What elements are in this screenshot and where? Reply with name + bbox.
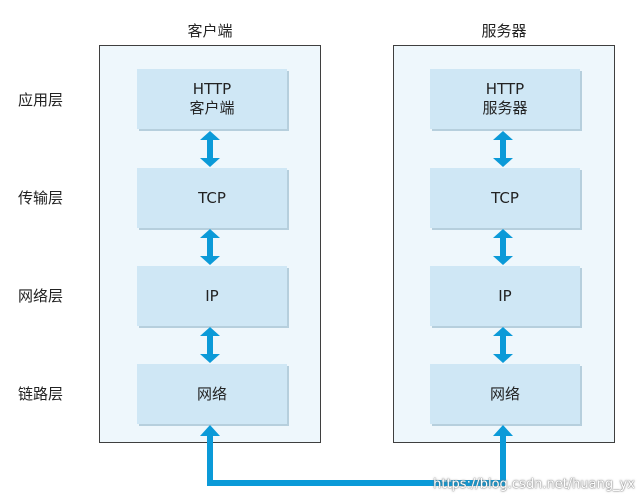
row-label-application: 应用层 bbox=[18, 91, 64, 109]
server-double-arrow-1 bbox=[493, 131, 513, 167]
watermark-text: https://blog.csdn.net/huang_yx bbox=[433, 477, 635, 492]
server-application-layer: HTTP 服务器 bbox=[430, 69, 580, 129]
client-transport-label: TCP bbox=[198, 188, 226, 207]
client-network-layer: IP bbox=[137, 266, 287, 326]
server-application-line2: 服务器 bbox=[482, 99, 528, 117]
server-link-layer: 网络 bbox=[430, 364, 580, 424]
physical-link-line bbox=[207, 435, 506, 486]
client-double-arrow-3 bbox=[200, 327, 220, 363]
server-network-layer: IP bbox=[430, 266, 580, 326]
client-application-layer: HTTP 客户端 bbox=[137, 69, 287, 129]
server-network-label: IP bbox=[498, 286, 512, 305]
row-label-transport: 传输层 bbox=[18, 189, 64, 207]
client-double-arrow-1 bbox=[200, 131, 220, 167]
row-label-link: 链路层 bbox=[18, 385, 64, 403]
server-link-arrowhead bbox=[493, 425, 513, 436]
client-application-line1: HTTP bbox=[192, 80, 232, 98]
arrow-group bbox=[200, 131, 513, 436]
row-label-network: 网络层 bbox=[18, 287, 64, 305]
client-transport-layer: TCP bbox=[137, 168, 287, 228]
server-column-title: 服务器 bbox=[481, 22, 527, 40]
server-application-line1: HTTP bbox=[485, 80, 525, 98]
client-link-label: 网络 bbox=[196, 384, 227, 403]
client-application-line2: 客户端 bbox=[189, 99, 235, 117]
server-transport-layer: TCP bbox=[430, 168, 580, 228]
server-double-arrow-2 bbox=[493, 229, 513, 265]
client-double-arrow-2 bbox=[200, 229, 220, 265]
client-column-title: 客户端 bbox=[187, 22, 233, 40]
server-link-label: 网络 bbox=[489, 384, 520, 403]
client-network-label: IP bbox=[205, 286, 219, 305]
server-double-arrow-3 bbox=[493, 327, 513, 363]
client-link-layer: 网络 bbox=[137, 364, 287, 424]
server-transport-label: TCP bbox=[491, 188, 519, 207]
client-link-arrowhead bbox=[200, 425, 220, 436]
